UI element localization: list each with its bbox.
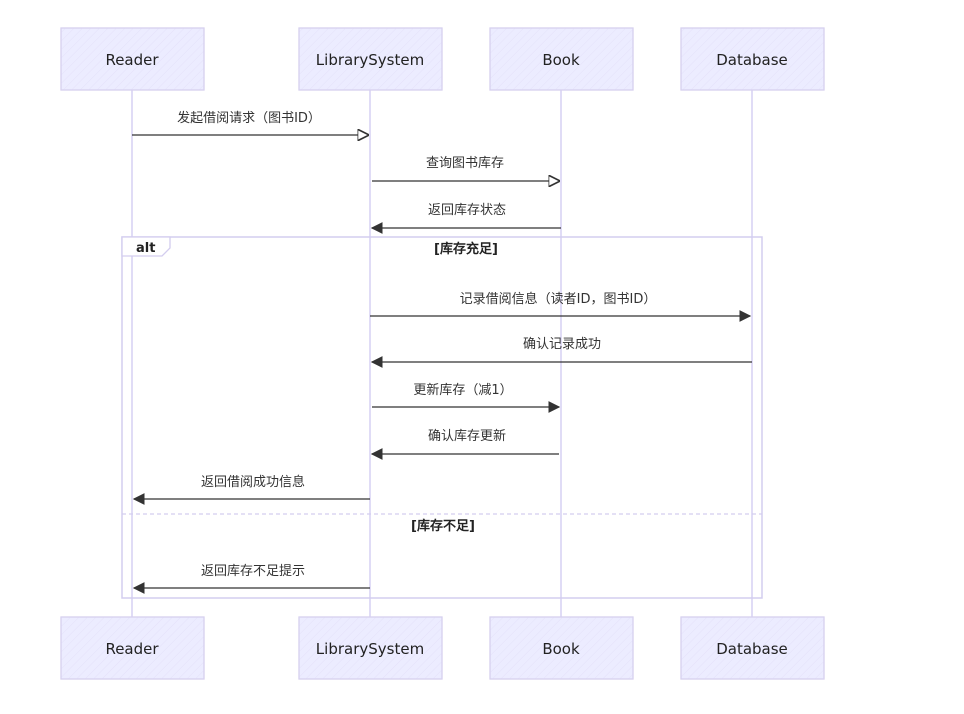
alt-condition-sufficient: [库存充足]: [434, 241, 498, 257]
message-9-label: 返回库存不足提示: [201, 563, 305, 579]
actor-top-librarysystem: LibrarySystem: [298, 27, 443, 91]
actor-label-reader-top: Reader: [105, 51, 159, 69]
actor-top-book: Book: [489, 27, 634, 91]
actor-label-book-top: Book: [542, 51, 580, 69]
actor-label-librarysystem-bottom: LibrarySystem: [316, 640, 424, 658]
alt-tag-box: [121, 236, 171, 257]
message-7: 确认库存更新: [370, 428, 559, 460]
actor-label-database-bottom: Database: [716, 640, 788, 658]
actor-label-book-bottom: Book: [542, 640, 580, 658]
actor-top-reader: Reader: [60, 27, 205, 91]
message-8-label: 返回借阅成功信息: [201, 474, 305, 490]
message-1-label: 发起借阅请求（图书ID）: [177, 110, 321, 126]
message-6-label: 更新库存（减1）: [413, 382, 512, 398]
message-4-label: 记录借阅信息（读者ID，图书ID）: [460, 291, 657, 307]
message-3: 返回库存状态: [370, 202, 561, 234]
alt-tag-label: alt: [136, 241, 155, 256]
message-2: 查询图书库存: [372, 155, 559, 181]
message-1: 发起借阅请求（图书ID）: [132, 110, 368, 135]
actor-label-librarysystem-top: LibrarySystem: [316, 51, 424, 69]
message-9: 返回库存不足提示: [132, 563, 370, 594]
actor-top-database: Database: [680, 27, 825, 91]
actor-label-reader-bottom: Reader: [105, 640, 159, 658]
message-2-label: 查询图书库存: [426, 155, 504, 171]
message-5: 确认记录成功: [370, 337, 752, 368]
alt-frame: [121, 236, 763, 599]
actor-bottom-book: Book: [489, 616, 634, 680]
message-7-label: 确认库存更新: [428, 428, 506, 444]
actor-bottom-librarysystem: LibrarySystem: [298, 616, 443, 680]
actor-bottom-database: Database: [680, 616, 825, 680]
message-5-label: 确认记录成功: [523, 337, 601, 352]
actor-bottom-reader: Reader: [60, 616, 205, 680]
message-3-label: 返回库存状态: [428, 202, 506, 218]
message-6: 更新库存（减1）: [372, 382, 561, 413]
alt-fragment: alt [库存充足] [库存不足]: [121, 236, 763, 599]
message-4: 记录借阅信息（读者ID，图书ID）: [370, 291, 752, 322]
actor-label-database-top: Database: [716, 51, 788, 69]
message-8: 返回借阅成功信息: [132, 474, 370, 505]
alt-condition-insufficient: [库存不足]: [411, 518, 475, 534]
